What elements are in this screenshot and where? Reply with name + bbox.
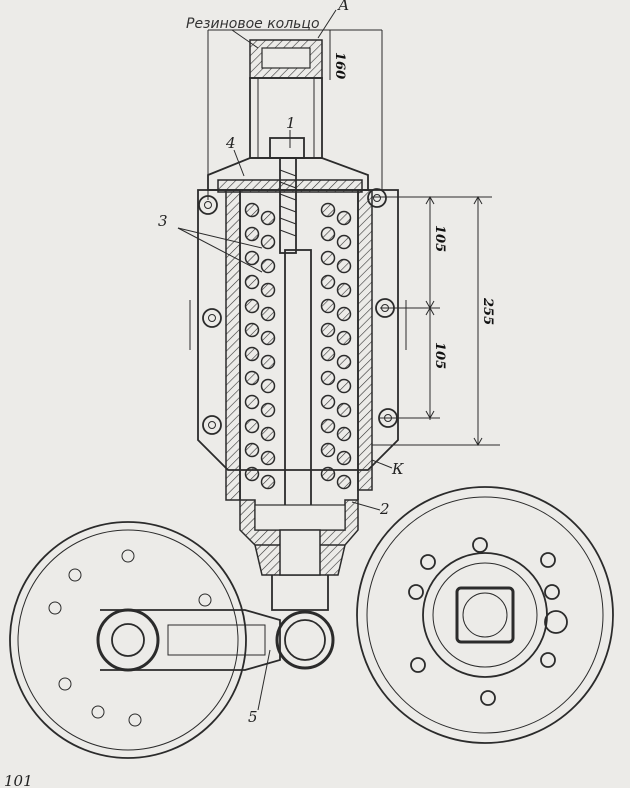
axle-connector — [271, 575, 335, 670]
label-1: 1 — [286, 114, 296, 132]
leader-lines — [177, 9, 393, 711]
dimension-105-upper: 105 — [432, 225, 447, 252]
dimension-lines — [207, 29, 500, 447]
left-roller — [9, 521, 281, 759]
dimension-255: 255 — [480, 297, 495, 325]
label-k: К — [391, 460, 404, 478]
rubber-ring-caption: Резиновое кольцо — [186, 16, 320, 32]
springs-right — [320, 202, 352, 490]
label-5: 5 — [248, 708, 258, 726]
dimension-160: 160 — [332, 52, 347, 79]
central-bolt — [269, 137, 305, 254]
label-a: А — [337, 0, 349, 14]
lower-cup — [239, 499, 359, 576]
label-4: 4 — [225, 134, 236, 152]
dimension-105-lower: 105 — [432, 342, 447, 369]
upper-flange — [207, 157, 369, 193]
page-number: 101 — [4, 772, 33, 788]
cylinder-housing — [225, 189, 373, 501]
label-3: 3 — [158, 212, 168, 230]
bolt-lower-left — [202, 415, 222, 435]
top-cap — [249, 39, 323, 159]
springs-left — [244, 202, 276, 490]
wheel-nuts — [408, 537, 568, 706]
mounting-bracket — [189, 189, 407, 471]
bolt-middle-left — [202, 308, 222, 328]
label-2: 2 — [379, 500, 390, 518]
central-rod — [284, 249, 312, 531]
